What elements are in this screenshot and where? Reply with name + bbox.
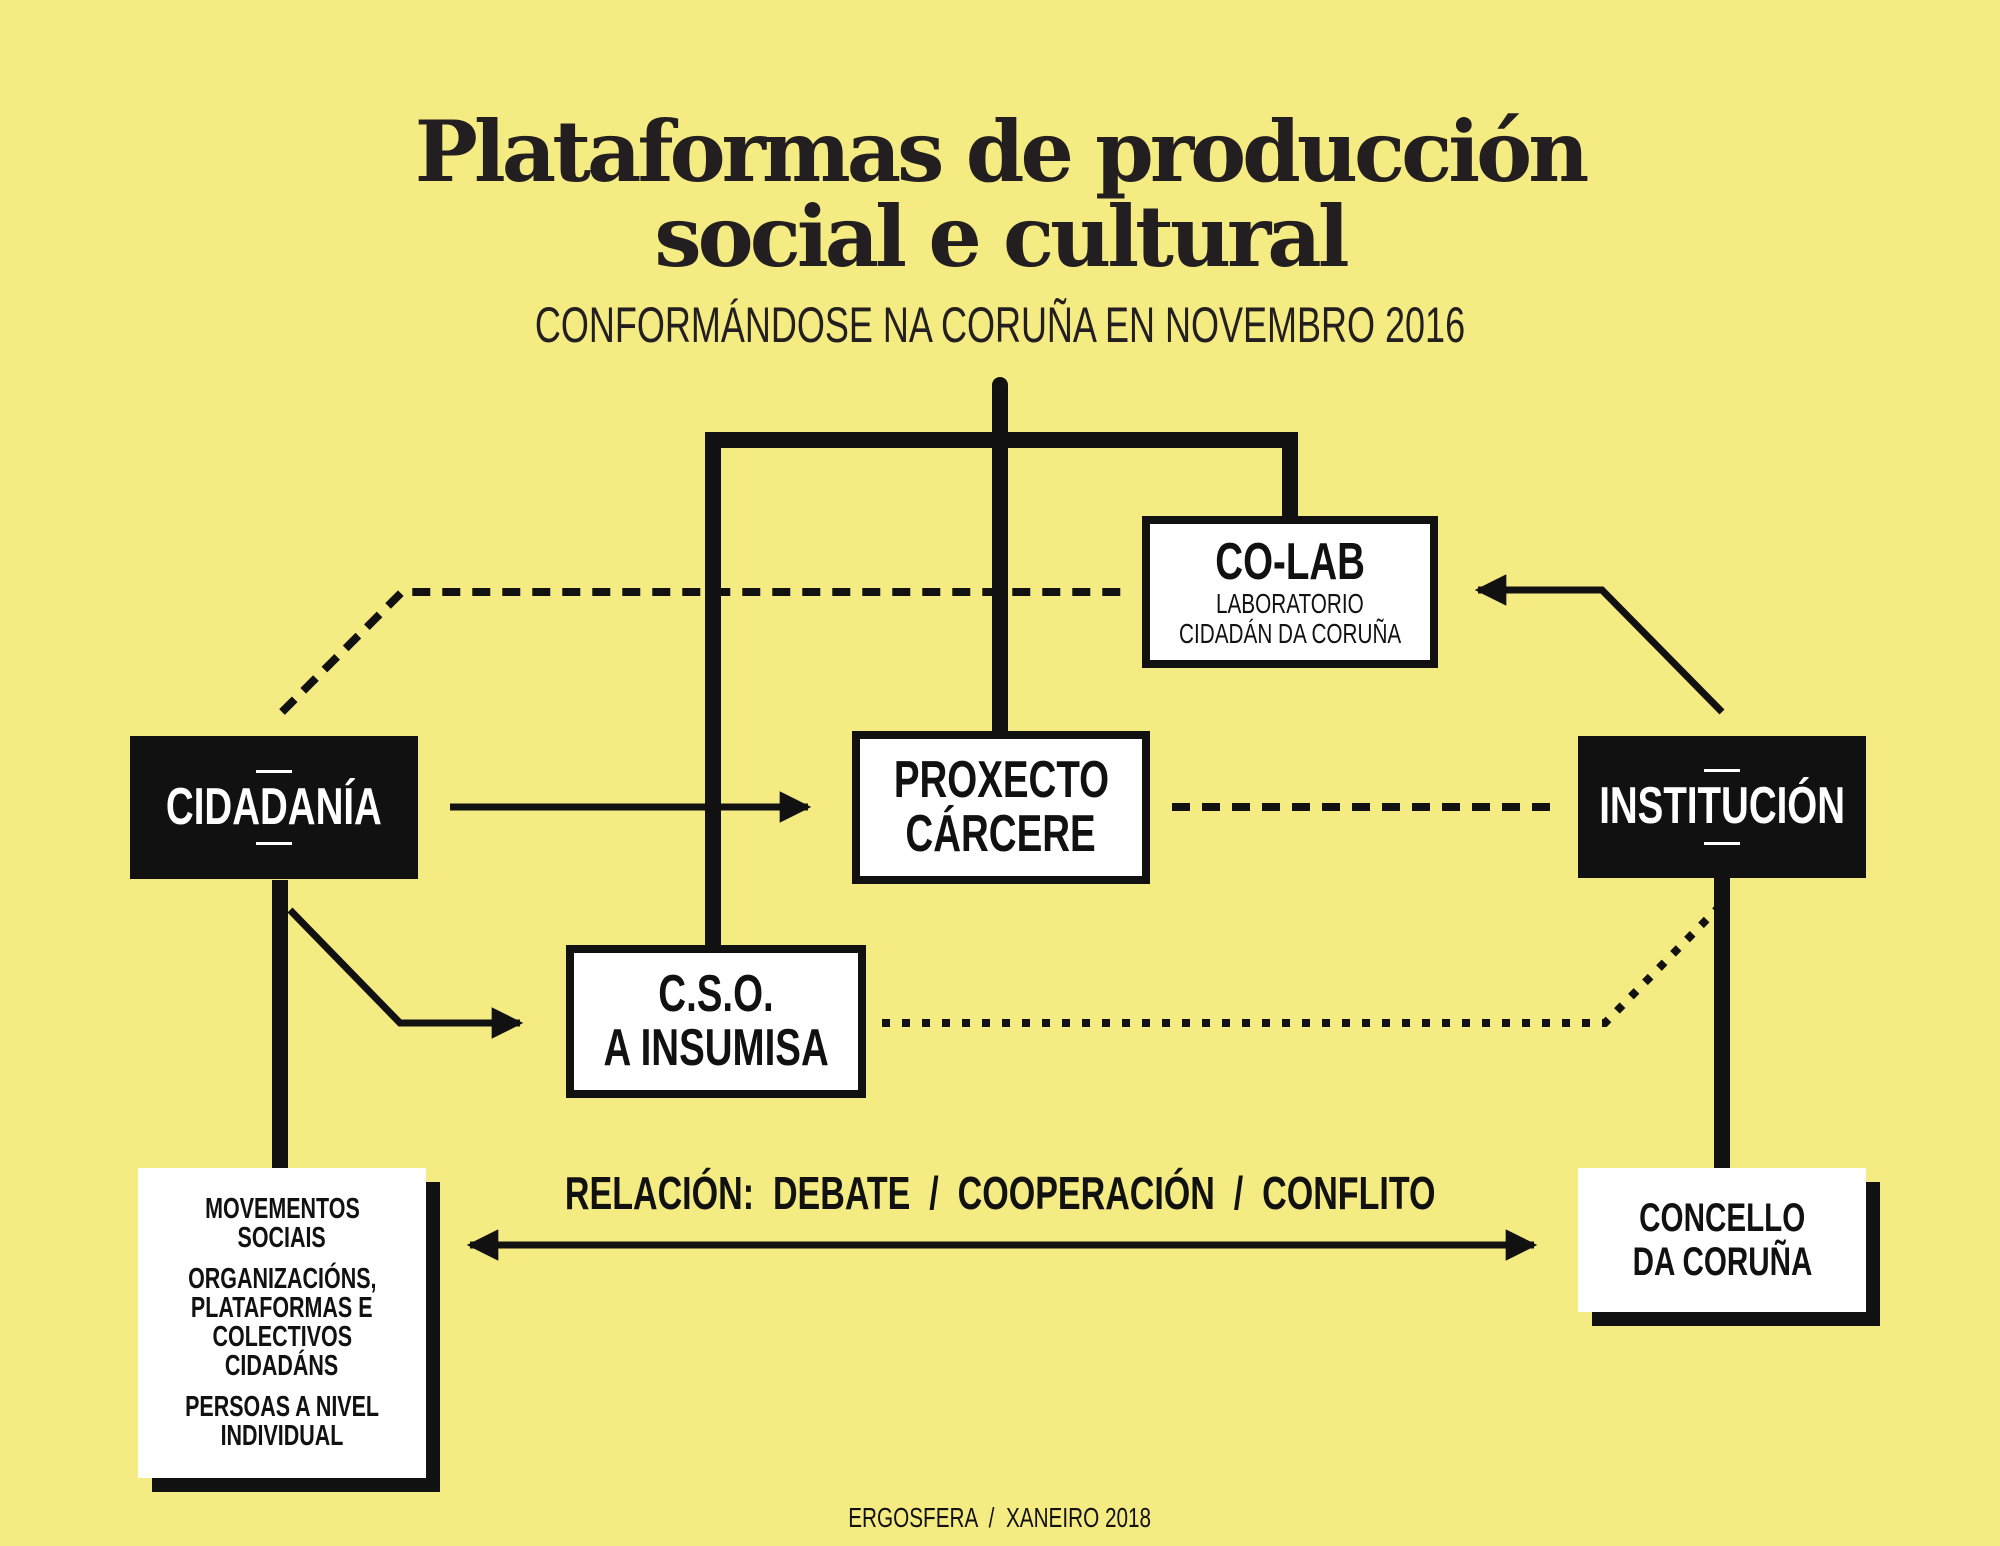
node-movementos-sociais: MOVEMENTOS SOCIAIS ORGANIZACIÓNS, PLATAF… (138, 1168, 426, 1478)
node-colab: CO-LAB LABORATORIO CIDADÁN DA CORUÑA (1142, 516, 1438, 668)
subtitle: CONFORMÁNDOSE NA CORUÑA EN NOVEMBRO 2016 (534, 297, 1466, 353)
node-institucion-label: INSTITUCIÓN (1599, 777, 1845, 836)
tick-mark (1704, 769, 1740, 773)
movementos-line-8: INDIVIDUAL (220, 1420, 344, 1452)
node-concello-line-2: DA CORUÑA (1632, 1240, 1812, 1284)
tick-mark (256, 842, 292, 846)
node-institucion: INSTITUCIÓN (1578, 736, 1866, 878)
node-colab-desc-line-1: LABORATORIO (1216, 588, 1364, 620)
tick-mark (1704, 841, 1740, 845)
movementos-line-3: ORGANIZACIÓNS, (187, 1263, 377, 1295)
credit-line: ERGOSFERA / XANEIRO 2018 (0, 1502, 2000, 1534)
movementos-line-7: PERSOAS A NIVEL (185, 1391, 379, 1423)
title-line-2: social e cultural (654, 187, 1349, 286)
node-concello: CONCELLO DA CORUÑA (1578, 1168, 1866, 1312)
node-cso-insumisa: C.S.O. A INSUMISA (566, 945, 866, 1098)
node-proxecto-carcere: PROXECTO CÁRCERE (852, 731, 1150, 884)
node-cidadania: CIDADANÍA (130, 736, 418, 879)
node-proxecto-line-1: PROXECTO (893, 751, 1109, 810)
credit-text: ERGOSFERA / XANEIRO 2018 (848, 1502, 1152, 1533)
arrow-cidadania-cso (287, 907, 524, 1039)
movementos-line-6: CIDADÁNS (225, 1350, 339, 1382)
relation-label-text: RELACIÓN: DEBATE / COOPERACIÓN / CONFLIT… (564, 1167, 1436, 1219)
node-colab-desc-line-2: CIDADÁN DA CORUÑA (1178, 617, 1402, 649)
node-proxecto-line-2: CÁRCERE (905, 804, 1097, 863)
movementos-line-1: MOVEMENTOS (204, 1193, 360, 1225)
movementos-line-2: SOCIAIS (237, 1222, 327, 1254)
node-cso-line-1: C.S.O. (658, 965, 774, 1024)
movementos-line-4: PLATAFORMAS E (191, 1292, 373, 1324)
arrow-institucion-colab (1474, 574, 1725, 715)
dotted-cso-institucion (882, 905, 1721, 1027)
movementos-line-5: COLECTIVOS (212, 1321, 352, 1353)
node-cso-line-2: A INSUMISA (603, 1018, 829, 1077)
title-line-1: Plataformas de producción (414, 102, 1590, 201)
relation-label: RELACIÓN: DEBATE / COOPERACIÓN / CONFLIT… (0, 1166, 2000, 1220)
connector-frame-cso-colab (705, 432, 1298, 955)
tick-mark (256, 769, 292, 773)
node-concello-line-1: CONCELLO (1638, 1196, 1806, 1240)
node-cidadania-label: CIDADANÍA (166, 777, 382, 836)
node-colab-title: CO-LAB (1215, 533, 1365, 592)
